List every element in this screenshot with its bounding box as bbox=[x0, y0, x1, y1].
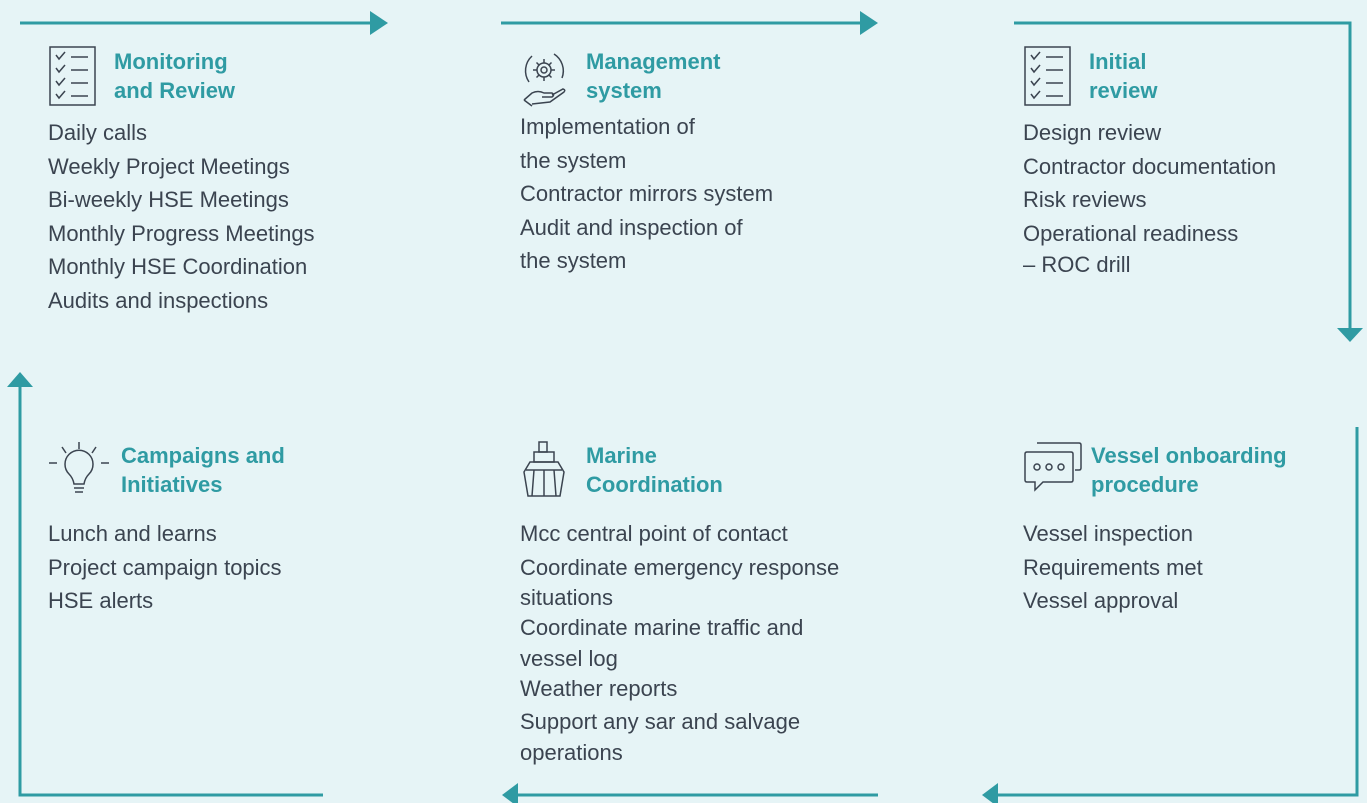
arrowhead-right bbox=[370, 11, 388, 35]
list-item: Weather reports bbox=[520, 675, 678, 701]
arrowhead-down bbox=[1337, 328, 1363, 342]
list-item: Vessel inspection bbox=[1023, 521, 1193, 546]
list-item: Mcc central point of contact bbox=[520, 521, 788, 546]
step-items: Design review Contractor documentation R… bbox=[1023, 116, 1276, 280]
list-item: Monthly Progress Meetings bbox=[48, 220, 315, 246]
list-item: Contractor documentation bbox=[1023, 153, 1277, 179]
gear-hand-icon bbox=[523, 53, 566, 107]
list-item: Project campaign topics bbox=[48, 554, 282, 580]
list-item: Lunch and learns bbox=[48, 521, 217, 546]
step-items: Lunch and learns Project campaign topics… bbox=[48, 517, 285, 618]
step-title: Management system bbox=[586, 49, 721, 103]
list-item: Design review bbox=[1023, 120, 1162, 145]
list-item: HSE alerts bbox=[48, 588, 154, 614]
list-item: Audits and inspections bbox=[48, 287, 269, 313]
chat-bubble-icon bbox=[1024, 442, 1082, 492]
step-title: Vessel onboarding procedure bbox=[1091, 443, 1287, 497]
arrowhead-up bbox=[7, 372, 33, 387]
step-monitoring-and-review: Monitoring and Review Daily calls Weekly… bbox=[48, 46, 315, 318]
step-initial-review: Initial review Design review Contractor … bbox=[1023, 46, 1276, 280]
list-item: Daily calls bbox=[48, 120, 148, 145]
list-item: Operational readiness– ROC drill bbox=[1023, 220, 1239, 278]
step-title: Monitoring and Review bbox=[114, 49, 236, 103]
list-item: Vessel approval bbox=[1023, 588, 1179, 614]
list-item: Weekly Project Meetings bbox=[48, 153, 290, 179]
arrowhead-left bbox=[502, 783, 518, 803]
step-items: Mcc central point of contact Coordinate … bbox=[520, 517, 839, 766]
step-campaigns-and-initiatives: Campaigns and Initiatives Lunch and lear… bbox=[48, 440, 285, 618]
arrowhead-left bbox=[982, 783, 998, 803]
step-title: Campaigns and Initiatives bbox=[121, 443, 285, 497]
list-item: Contractor mirrors system bbox=[520, 181, 774, 207]
step-title: Initial review bbox=[1089, 49, 1158, 103]
list-item: Requirements met bbox=[1023, 554, 1203, 580]
step-vessel-onboarding-procedure: Vessel onboarding procedure Vessel inspe… bbox=[1023, 440, 1287, 618]
arrowhead-right bbox=[860, 11, 878, 35]
list-item: Risk reviews bbox=[1023, 187, 1147, 213]
step-marine-coordination: Marine Coordination Mcc central point of… bbox=[520, 440, 839, 766]
list-item: Monthly HSE Coordination bbox=[48, 254, 308, 280]
arrow-vessel-to-marine bbox=[996, 427, 1359, 797]
ship-icon bbox=[523, 441, 565, 497]
list-item: Bi-weekly HSE Meetings bbox=[48, 187, 289, 213]
checklist-icon bbox=[49, 46, 96, 106]
arrow-initial-to-vessel bbox=[1014, 21, 1352, 330]
checklist-icon bbox=[1024, 46, 1071, 106]
step-items: Vessel inspection Requirements met Vesse… bbox=[1023, 517, 1287, 618]
lightbulb-icon bbox=[49, 442, 109, 493]
arrow-campaigns-to-monitoring bbox=[18, 385, 323, 797]
step-items: Daily calls Weekly Project Meetings Bi-w… bbox=[48, 116, 315, 318]
step-title: Marine Coordination bbox=[586, 443, 723, 497]
